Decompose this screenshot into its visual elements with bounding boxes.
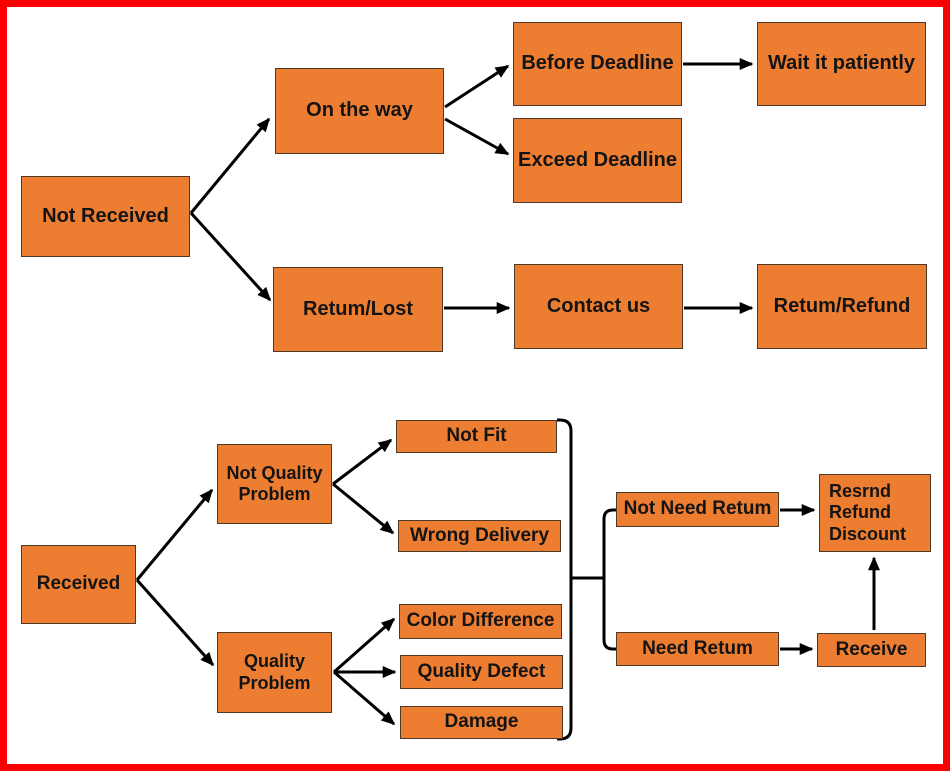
node-label: Resrnd	[829, 481, 892, 502]
node-label: Problem	[238, 672, 311, 693]
arrow-not-quality-problem-to-not-fit	[332, 438, 393, 486]
node-label: Quality Defect	[417, 660, 546, 682]
node-label: Receive	[835, 638, 908, 660]
node-label: Not Quality	[226, 462, 323, 483]
node-not-fit: Not Fit	[396, 420, 557, 453]
node-label: Need Retum	[642, 637, 753, 659]
node-on-the-way: On the way	[275, 68, 444, 154]
node-before-deadline: Before Deadline	[513, 22, 682, 106]
arrow-on-the-way-to-before-deadline	[444, 64, 510, 109]
node-label: Before Deadline	[521, 52, 674, 75]
arrow-not-received-to-on-the-way	[189, 117, 271, 214]
node-label: Wrong Delivery	[409, 524, 550, 546]
node-need-retum: Need Retum	[616, 632, 779, 666]
node-receive: Receive	[817, 633, 926, 667]
node-received: Received	[21, 545, 136, 624]
node-label: Retum/Refund	[773, 294, 911, 317]
node-label: Not Fit	[446, 425, 507, 447]
node-label: Refund	[829, 502, 891, 523]
node-not-received: Not Received	[21, 176, 190, 257]
arrow-received-to-quality-problem	[135, 579, 215, 667]
node-damage: Damage	[400, 706, 563, 739]
node-label: Damage	[444, 711, 519, 733]
arrow-quality-problem-to-color-difference	[333, 617, 396, 674]
node-retum-refund: Retum/Refund	[757, 264, 927, 349]
node-label: Not Received	[42, 204, 169, 227]
arrow-quality-problem-to-damage	[333, 670, 396, 726]
node-retum-lost: Retum/Lost	[273, 267, 443, 352]
node-label: Received	[36, 573, 121, 595]
node-exceed-deadline: Exceed Deadline	[513, 118, 682, 203]
arrow-not-received-to-retum-lost	[189, 211, 272, 302]
node-label: Not Need Retum	[623, 498, 772, 520]
node-label: Wait it patiently	[767, 52, 916, 75]
node-label: Exceed Deadline	[518, 148, 677, 171]
node-label: Problem	[238, 484, 311, 504]
node-label: Color Difference	[406, 610, 555, 632]
node-color-difference: Color Difference	[399, 604, 562, 639]
node-label: Retum/Lost	[303, 297, 413, 320]
node-not-need-retum: Not Need Retum	[616, 492, 779, 527]
node-contact-us: Contact us	[514, 264, 683, 349]
node-label: Contact us	[546, 294, 651, 317]
node-quality-defect: Quality Defect	[400, 655, 563, 689]
node-wrong-delivery: Wrong Delivery	[398, 520, 561, 552]
arrow-received-to-not-quality-problem	[135, 488, 214, 581]
node-label: Quality	[243, 651, 305, 672]
node-wait-it-patiently: Wait it patiently	[757, 22, 926, 106]
arrow-on-the-way-to-exceed-deadline	[444, 117, 510, 156]
connector-right-split-bracket	[602, 508, 616, 651]
arrow-not-quality-problem-to-wrong-delivery	[332, 482, 395, 535]
node-label: On the way	[306, 99, 413, 122]
node-label: Discount	[829, 523, 907, 544]
